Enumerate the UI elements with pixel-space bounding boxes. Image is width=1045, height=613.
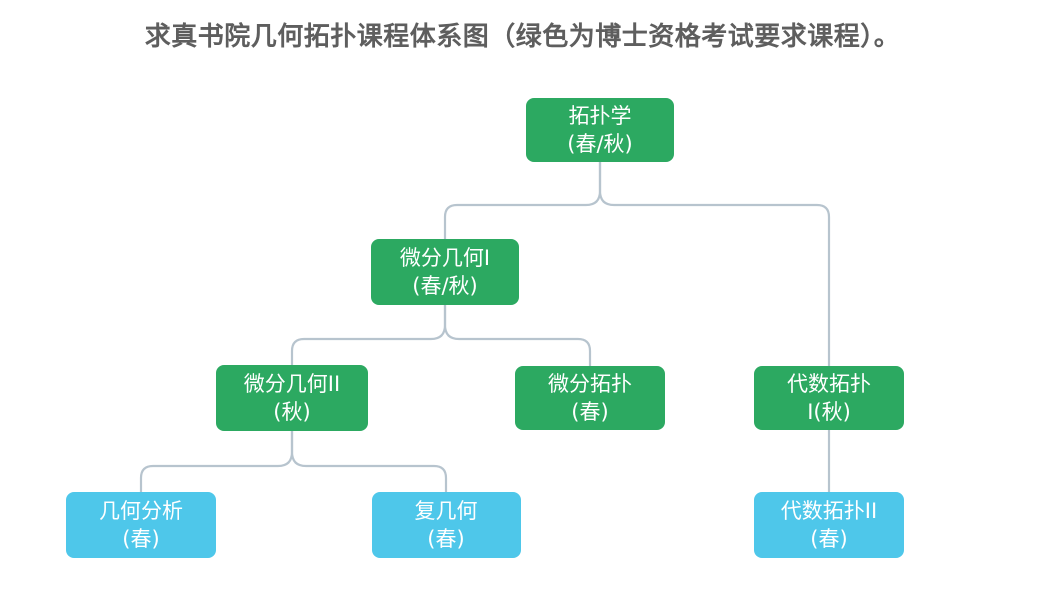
course-node-geometric-analysis: 几何分析 (春) — [66, 492, 216, 558]
connector-diff-geometry-1-to-diff-geometry-2 — [290, 305, 447, 365]
course-node-alg-topology-1: 代数拓扑 I(秋) — [754, 366, 904, 430]
connector-topology-to-alg-topology-1 — [598, 162, 831, 366]
course-name: 几何分析 — [99, 499, 183, 523]
course-name: 复几何 — [414, 499, 478, 523]
connector-diff-geometry-2-to-complex-geometry — [290, 431, 448, 492]
course-semester: (春) — [810, 527, 848, 551]
course-semester: (春) — [122, 527, 160, 551]
course-node-diff-geometry-1: 微分几何I (春/秋) — [371, 239, 519, 305]
connector-topology-to-diff-geometry-1 — [443, 162, 602, 239]
course-semester: (春) — [427, 527, 465, 551]
connector-diff-geometry-1-to-diff-topology — [443, 305, 592, 366]
course-name: 代数拓扑II — [780, 499, 878, 523]
course-name: 微分几何II — [243, 372, 341, 396]
course-semester: (秋) — [273, 400, 311, 424]
course-semester: (春) — [571, 400, 609, 424]
course-node-diff-topology: 微分拓扑 (春) — [515, 366, 665, 430]
course-name: 微分拓扑 — [548, 372, 632, 396]
diagram-title: 求真书院几何拓扑课程体系图（绿色为博士资格考试要求课程）。 — [144, 22, 901, 52]
course-semester: I(秋) — [807, 400, 851, 424]
course-node-alg-topology-2: 代数拓扑II (春) — [754, 492, 904, 558]
course-node-complex-geometry: 复几何 (春) — [371, 492, 521, 558]
course-name: 微分几何I — [399, 246, 491, 270]
course-name: 代数拓扑 — [787, 372, 871, 396]
course-node-diff-geometry-2: 微分几何II (秋) — [216, 365, 368, 431]
course-semester: (春/秋) — [412, 274, 478, 298]
course-semester: (春/秋) — [567, 132, 633, 156]
course-name: 拓扑学 — [568, 104, 632, 128]
course-node-topology: 拓扑学 (春/秋) — [526, 98, 674, 162]
connector-diff-geometry-2-to-geometric-analysis — [139, 431, 294, 492]
